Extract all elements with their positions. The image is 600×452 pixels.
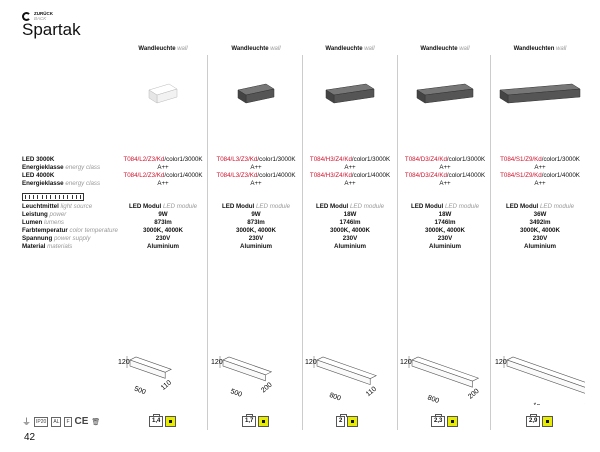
- product-image: [325, 83, 375, 104]
- weight-value: 2,9: [526, 414, 541, 427]
- product-type: Wandleuchte wall: [231, 46, 281, 52]
- product-codes: T084/L3/Z3/Kd/color1/3000K A++ T084/L3/Z…: [216, 156, 296, 187]
- light-type-icon: [165, 416, 177, 427]
- svg-text:1300: 1300: [531, 402, 548, 405]
- column-divider: [397, 55, 398, 430]
- product-image: [416, 83, 474, 104]
- weee-bin-icon: 🗑: [91, 418, 101, 426]
- svg-text:120: 120: [400, 359, 412, 366]
- svg-text:800: 800: [328, 392, 341, 403]
- product-image: [237, 83, 275, 104]
- svg-text:500: 500: [229, 388, 242, 399]
- weight-badge: 1,7: [242, 414, 270, 427]
- svg-text:800: 800: [426, 394, 439, 405]
- weight-badge: 1,4: [149, 414, 177, 427]
- column-divider: [207, 55, 208, 430]
- back-arrow-icon: [22, 11, 31, 21]
- ce-mark-icon: CE: [74, 416, 89, 427]
- weight-value: 1,7: [242, 414, 257, 427]
- svg-text:110: 110: [160, 379, 173, 392]
- product-type: Wandleuchte wall: [138, 46, 188, 52]
- weight-value: 1,4: [149, 414, 164, 427]
- product-codes: T084/L2/Z3/Kd/color1/3000K A++ T084/L2/Z…: [123, 156, 203, 187]
- product-codes: T084/S1/Z9/Kd/color1/3000K A++ T084/S1/Z…: [500, 156, 580, 187]
- spec-label: Leuchtmittel light source: [22, 203, 93, 210]
- row-label: Energieklasse energy class: [22, 180, 101, 187]
- spec-label: Leistung power: [22, 211, 67, 218]
- product-codes: T084/D3/Z4/Kd/color1/3000K A++ T084/D3/Z…: [404, 156, 486, 187]
- svg-text:120: 120: [211, 359, 223, 366]
- svg-text:500: 500: [133, 386, 146, 397]
- product-type: Wandleuchte wall: [420, 46, 470, 52]
- dimension-drawing: 120 800 200: [400, 356, 481, 405]
- ip-rating-icon: IP20: [34, 416, 49, 427]
- spec-label: Lumen lumens: [22, 219, 64, 226]
- back-label-de: ZURÜCK: [34, 11, 53, 16]
- svg-text:110: 110: [584, 396, 585, 405]
- product-codes: T084/H3/Z4/Kd/color1/3000K A++ T084/H3/Z…: [309, 156, 391, 187]
- dimension-drawing: 120 500 200: [211, 356, 274, 399]
- f-mark-icon: F: [64, 416, 72, 427]
- row-label: LED 3000K: [22, 156, 55, 163]
- light-type-icon: [542, 416, 554, 427]
- aluminium-icon: AL: [51, 416, 62, 427]
- row-label: Energieklasse energy class: [22, 164, 101, 171]
- earth-icon: ⏚: [22, 417, 32, 427]
- back-label-en: BACK: [34, 16, 47, 21]
- weight-badge: 2: [336, 414, 359, 427]
- spec-label: Farbtemperatur color temperature: [22, 227, 118, 234]
- product-image: [499, 83, 581, 104]
- light-type-icon: [347, 416, 359, 427]
- weight-value: 2: [336, 414, 348, 427]
- product-type: Wandleuchten wall: [513, 46, 567, 52]
- dimension-drawing: 120 800 110: [305, 356, 378, 403]
- svg-text:120: 120: [495, 359, 507, 366]
- page-title: Spartak: [22, 20, 81, 39]
- weight-badge: 2,9: [526, 414, 554, 427]
- svg-text:120: 120: [305, 359, 317, 366]
- weight-badge: 2,3: [431, 414, 459, 427]
- svg-text:200: 200: [260, 381, 274, 394]
- spec-label: Material materials: [22, 243, 73, 250]
- column-divider: [490, 55, 491, 430]
- light-type-icon: [447, 416, 459, 427]
- page-number: 42: [24, 432, 36, 443]
- light-type-icon: [258, 416, 270, 427]
- product-image: [148, 83, 178, 104]
- row-label: LED 4000K: [22, 172, 55, 179]
- spec-label: Spannung power supply: [22, 235, 91, 242]
- product-type: Wandleuchte wall: [325, 46, 375, 52]
- certification-icons: ⏚ IP20 AL F CE 🗑: [22, 415, 100, 428]
- scale-bar: [22, 193, 84, 201]
- svg-text:120: 120: [118, 359, 130, 366]
- weight-value: 2,3: [431, 414, 446, 427]
- column-divider: [302, 55, 303, 430]
- svg-text:200: 200: [467, 388, 481, 401]
- dimension-drawing: 120 500 110: [118, 356, 173, 397]
- svg-text:110: 110: [365, 386, 378, 399]
- dimension-drawing: 120 1300 110: [495, 356, 585, 405]
